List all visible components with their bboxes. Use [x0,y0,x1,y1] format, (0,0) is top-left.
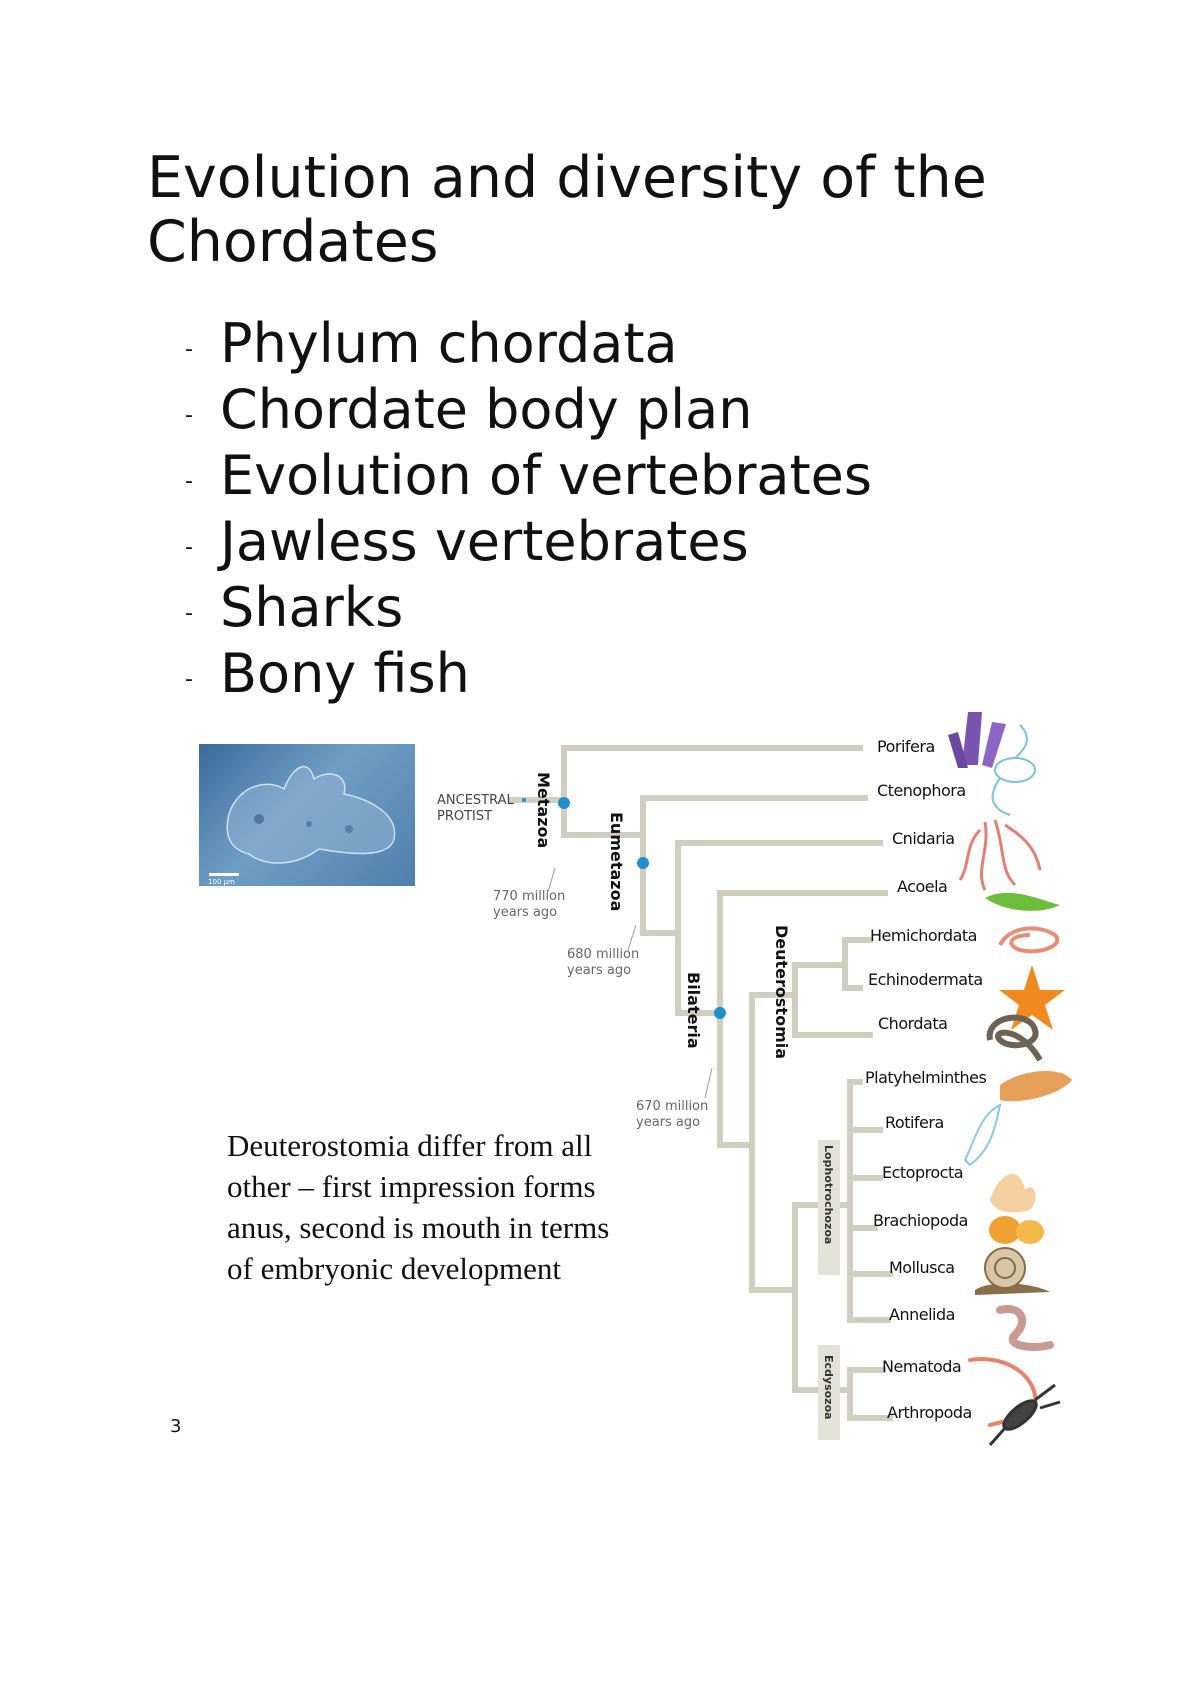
porifera-illustration [948,712,1006,768]
bullet-marker: - [185,667,193,692]
bullet-marker: - [185,601,193,626]
rotifera-illustration [963,1103,1002,1167]
hemichordata-illustration [998,926,1060,954]
lophotrochozoa-box [818,1140,840,1275]
eumetazoa-label: Eumetazoa [607,812,626,911]
arthropoda-illustration [988,1383,1061,1446]
taxon-label: Platyhelminthes [865,1068,987,1087]
list-item-text: Phylum chordata [220,312,678,375]
metazoa-time-line1: 770 million [493,889,565,904]
topic-list: - Phylum chordata - Chordate body plan - Ev… [180,311,872,707]
metazoa-time-leader [547,867,556,893]
taxon-label: Acoela [897,877,947,896]
root-label-line2: PROTIST [437,809,492,824]
list-item-text: Jawless vertebrates [220,510,749,573]
page-number: 3 [170,1416,182,1437]
list-item: - Phylum chordata [180,311,872,377]
bilateria-label: Bilateria [684,972,703,1049]
taxon-label: Porifera [877,737,935,756]
metazoa-node [558,797,570,809]
root-label-line1: ANCESTRAL [437,793,515,808]
taxon-label: Arthropoda [887,1403,972,1422]
scale-label: 100 µm [208,878,235,886]
bilateria-time-line2: years ago [636,1115,700,1130]
eumetazoa-time-leader [627,924,637,951]
eumetazoa-time-line2: years ago [567,963,631,978]
tree-branches [509,745,893,1421]
taxon-label: Mollusca [889,1258,955,1277]
taxon-label: Chordata [878,1014,947,1033]
taxon-label: Ctenophora [877,781,966,800]
echinodermata-illustration [999,965,1065,1030]
lophotrochozoa-label: Lophotrochozoa [822,1145,835,1244]
taxon-label: Nematoda [882,1357,961,1376]
bullet-marker: - [185,535,193,560]
cnidaria-illustration [958,819,1042,891]
list-item-text: Bony fish [220,642,470,705]
deuterostomia-note: Deuterostomia differ from all other – fi… [227,1128,610,1286]
bullet-marker: - [185,469,193,494]
metazoa-label: Metazoa [534,772,553,848]
bilateria-time-line1: 670 million [636,1099,708,1114]
eumetazoa-time-line1: 680 million [567,947,639,962]
list-item: - Bony fish [180,641,872,707]
list-item: - Jawless vertebrates [180,509,872,575]
eumetazoa-node [637,857,649,869]
brachiopoda-illustration [989,1216,1044,1244]
list-item: - Evolution of vertebrates [180,443,872,509]
ctenophora-illustration [991,724,1036,816]
root-dot [522,798,526,802]
bilateria-time-leader [704,1067,713,1099]
bullet-marker: - [185,403,193,428]
deuterostomia-label: Deuterostomia [772,925,791,1059]
taxon-label: Cnidaria [892,829,955,848]
bullet-marker: - [185,337,193,362]
organism-shape [226,766,396,864]
list-item: - Sharks [180,575,872,641]
chordata-illustration [986,1014,1043,1062]
taxon-label: Hemichordata [870,926,977,945]
list-item-text: Sharks [220,576,404,639]
platyhelminthes-illustration [1000,1070,1072,1102]
taxon-label: Annelida [889,1305,955,1324]
page-title: Evolution and diversity of the Chordates [147,145,987,275]
taxon-label: Ectoprocta [882,1163,963,1182]
taxon-label: Brachiopoda [873,1211,968,1230]
taxon-label: Echinodermata [868,970,983,989]
list-item: - Chordate body plan [180,377,872,443]
scale-bar [209,873,239,876]
taxon-label: Rotifera [885,1113,944,1132]
list-item-text: Chordate body plan [220,378,753,441]
bilateria-node [714,1007,726,1019]
ecdysozoa-label: Ecdysozoa [822,1355,835,1420]
micrograph-image: 100 µm [199,744,415,886]
ecdysozoa-box [818,1345,840,1440]
annelida-illustration [996,1305,1054,1351]
mollusca-illustration [975,1247,1050,1295]
list-item-text: Evolution of vertebrates [220,444,873,507]
acoela-illustration [985,892,1060,911]
ectoprocta-illustration [990,1173,1036,1213]
metazoa-time-line2: years ago [493,905,557,920]
